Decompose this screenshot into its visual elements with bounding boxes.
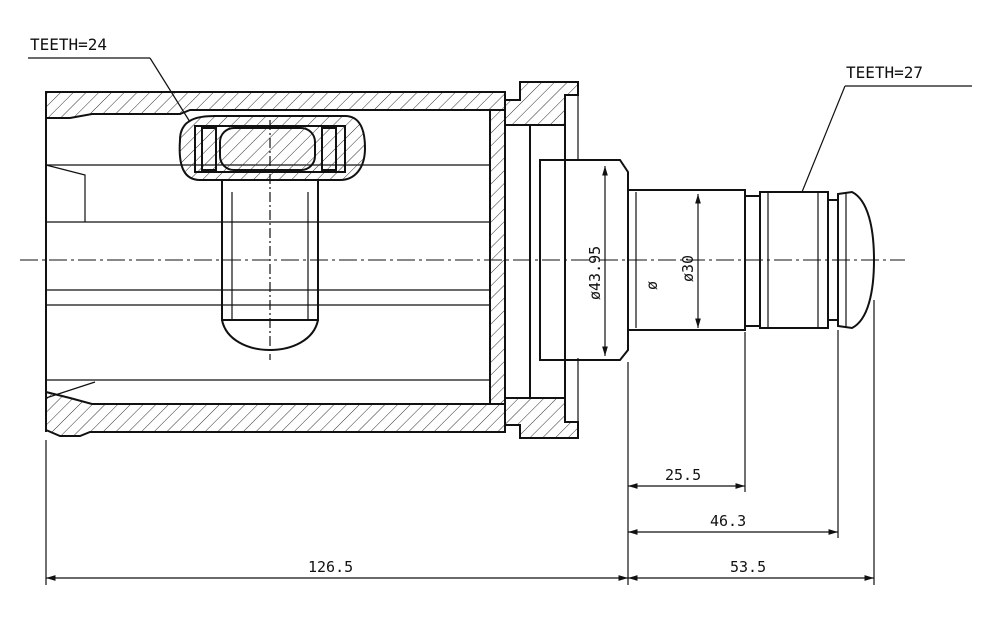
dim-126-5: 126.5 [308, 558, 353, 576]
leader-teeth-right [801, 85, 972, 193]
label-teeth-24: TEETH=24 [30, 35, 107, 54]
label-teeth-27: TEETH=27 [846, 63, 923, 82]
dim-dia-shaft: ø30 [679, 255, 697, 282]
tripod-roller [178, 115, 367, 360]
dim-46-3: 46.3 [710, 512, 746, 530]
diameter-dimensions [602, 166, 701, 356]
stub-shaft [539, 159, 876, 361]
extension-lines [45, 300, 875, 585]
flange [504, 81, 579, 439]
dim-25-5: 25.5 [665, 466, 701, 484]
housing [45, 91, 506, 437]
dim-dia-flange: ø43.95 [586, 246, 604, 300]
length-dimensions [46, 483, 874, 581]
dim-53-5: 53.5 [730, 558, 766, 576]
leader-teeth-left [28, 57, 191, 123]
dim-dia-stub: ø [643, 281, 661, 290]
